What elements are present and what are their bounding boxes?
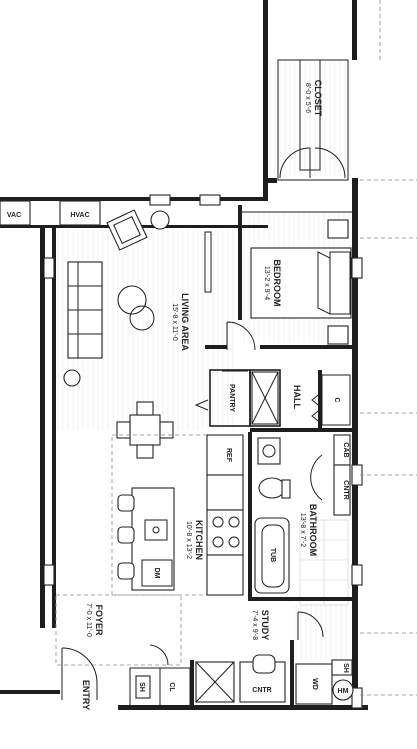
bedroom-dims: 13'-2 x 9'-4	[263, 266, 270, 300]
kitchen-island	[131, 487, 175, 591]
living-furniture	[0, 200, 170, 387]
cntr-label: CNTR	[342, 480, 349, 499]
dining-table	[116, 401, 174, 459]
bed	[250, 247, 352, 319]
interior-walls	[129, 205, 352, 710]
refrigerator	[206, 434, 244, 476]
study-dims: 7'-4 x 9'-8	[251, 610, 258, 640]
bathroom-dims: 13'-8 x 7'-2	[299, 513, 306, 547]
tub-label: TUB	[269, 548, 276, 562]
study-furniture	[195, 611, 324, 703]
sink-cabinet	[257, 437, 281, 465]
cab-label: CAB	[342, 442, 349, 457]
tub	[254, 517, 290, 594]
kitchen-area	[111, 434, 244, 596]
foyer-entry	[55, 594, 182, 700]
closet-c-label: C	[333, 397, 340, 402]
toilet	[258, 477, 286, 499]
bathroom-label: BATHROOM	[308, 504, 318, 556]
study-label: STUDY	[260, 610, 270, 641]
cl-label: CL	[168, 682, 175, 692]
hm-label: HM	[338, 688, 349, 695]
foyer-dims: 7'-0 x 11'-0	[85, 603, 92, 637]
closet-room	[277, 59, 349, 181]
exterior-grid-marks	[360, 0, 417, 696]
sh-right-label: SH	[342, 663, 349, 673]
water-heater	[332, 679, 354, 701]
study-floor-hatch	[295, 605, 347, 660]
fixture-labels: VAC HVAC PANTRY C REF CAB CNTR TUB DM SH…	[7, 212, 349, 695]
kitchen-dims: 10'-8 x 13'-2	[185, 521, 192, 559]
bedroom-furniture	[204, 211, 352, 351]
sh-label: SH	[138, 682, 145, 692]
foyer-label: FOYER	[94, 604, 104, 636]
pantry-label: PANTRY	[228, 384, 235, 412]
bathroom-tile-floor	[299, 519, 349, 606]
armchair	[106, 209, 148, 251]
structural-columns	[43, 194, 363, 709]
dm-label: DM	[153, 568, 160, 579]
washer-dryer	[295, 663, 333, 705]
laundry	[295, 659, 354, 705]
coffee-table	[117, 285, 147, 315]
closet-label: CLOSET	[313, 80, 323, 117]
nightstand-bottom	[327, 325, 349, 345]
room-labels: CLOSET 8'-0 x 5'-6 BEDROOM 13'-2 x 9'-4 …	[81, 80, 323, 710]
living-label: LIVING AREA	[180, 293, 190, 351]
wd-label: WD	[311, 678, 318, 690]
hvac-left-label: VAC	[7, 212, 21, 219]
desk-chair	[252, 654, 276, 674]
bathroom-fixtures	[254, 434, 351, 594]
exterior-walls	[0, 0, 368, 710]
nightstand-top	[327, 219, 349, 239]
closet-dims: 8'-0 x 5'-6	[304, 83, 311, 113]
range	[206, 509, 244, 556]
cntr-bottom-label: CNTR	[252, 687, 271, 694]
entry-label: ENTRY	[81, 680, 91, 710]
pantry-hall	[194, 370, 323, 425]
bedroom-label: BEDROOM	[272, 260, 282, 307]
kitchen-label: KITCHEN	[194, 520, 204, 560]
ref-label: REF	[225, 448, 232, 463]
living-dims: 15'-8 x 11'-0	[171, 303, 178, 341]
hall-label: HALL	[292, 385, 302, 409]
hvac-label: HVAC	[70, 212, 89, 219]
